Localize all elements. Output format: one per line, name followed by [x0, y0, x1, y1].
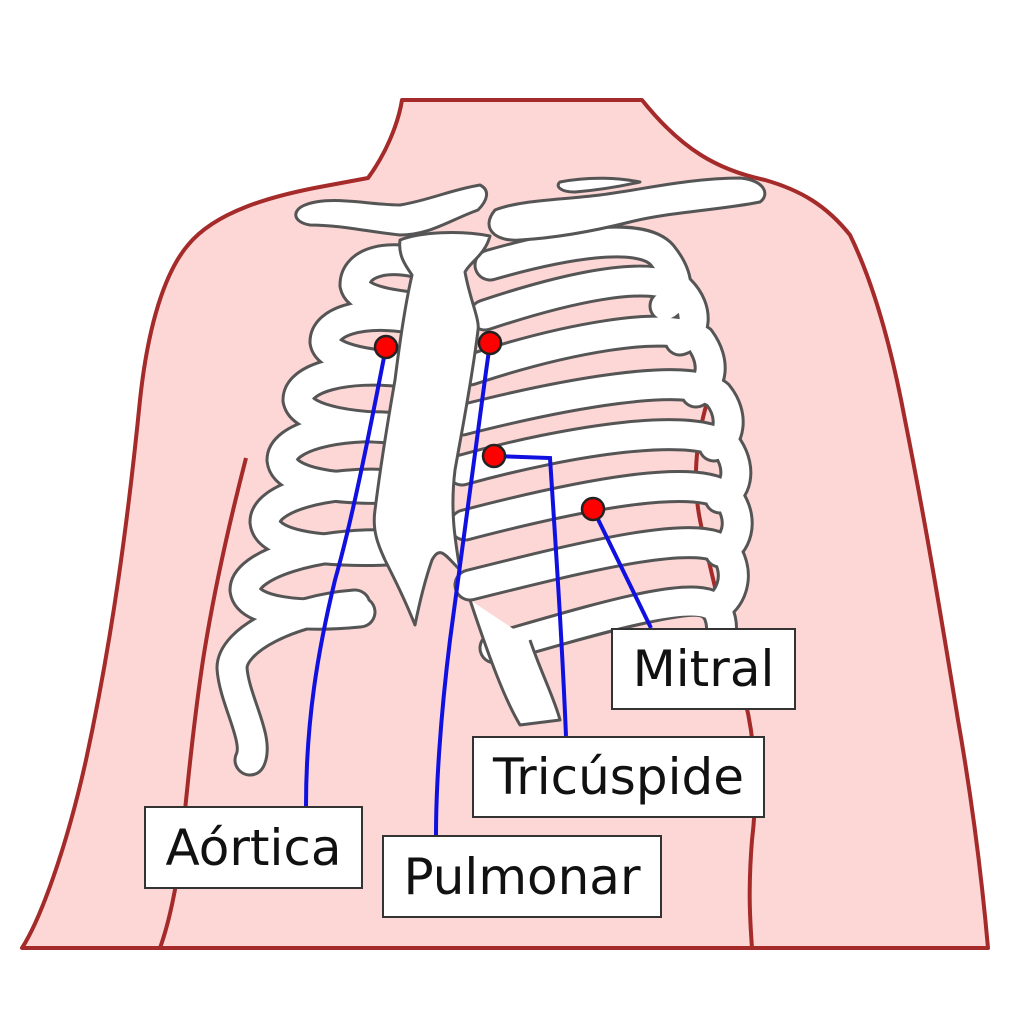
tricuspid-point — [481, 443, 507, 469]
aortic-point — [373, 334, 399, 360]
pulmonary-leader-line — [434, 342, 492, 836]
mitral-leader-line — [591, 508, 653, 629]
left-clavicle — [294, 183, 488, 237]
leader-lines — [304, 342, 653, 836]
tricuspid-label: Tricúspide — [472, 736, 765, 818]
mitral-point — [580, 496, 606, 522]
aortic-leader-line — [304, 346, 388, 807]
pulmonary-point — [477, 330, 503, 356]
auscultation-points — [373, 330, 606, 522]
right-costal-margin — [468, 599, 562, 727]
sternum — [372, 231, 492, 627]
right-clavicle-tip — [556, 176, 642, 194]
aortic-label: Aórtica — [144, 806, 363, 889]
right-clavicle — [487, 176, 767, 242]
tricuspid-leader-line — [493, 454, 568, 737]
left-ribs — [215, 243, 437, 777]
mitral-label: Mitral — [611, 628, 796, 710]
pulmonary-label: Pulmonar — [382, 835, 662, 918]
